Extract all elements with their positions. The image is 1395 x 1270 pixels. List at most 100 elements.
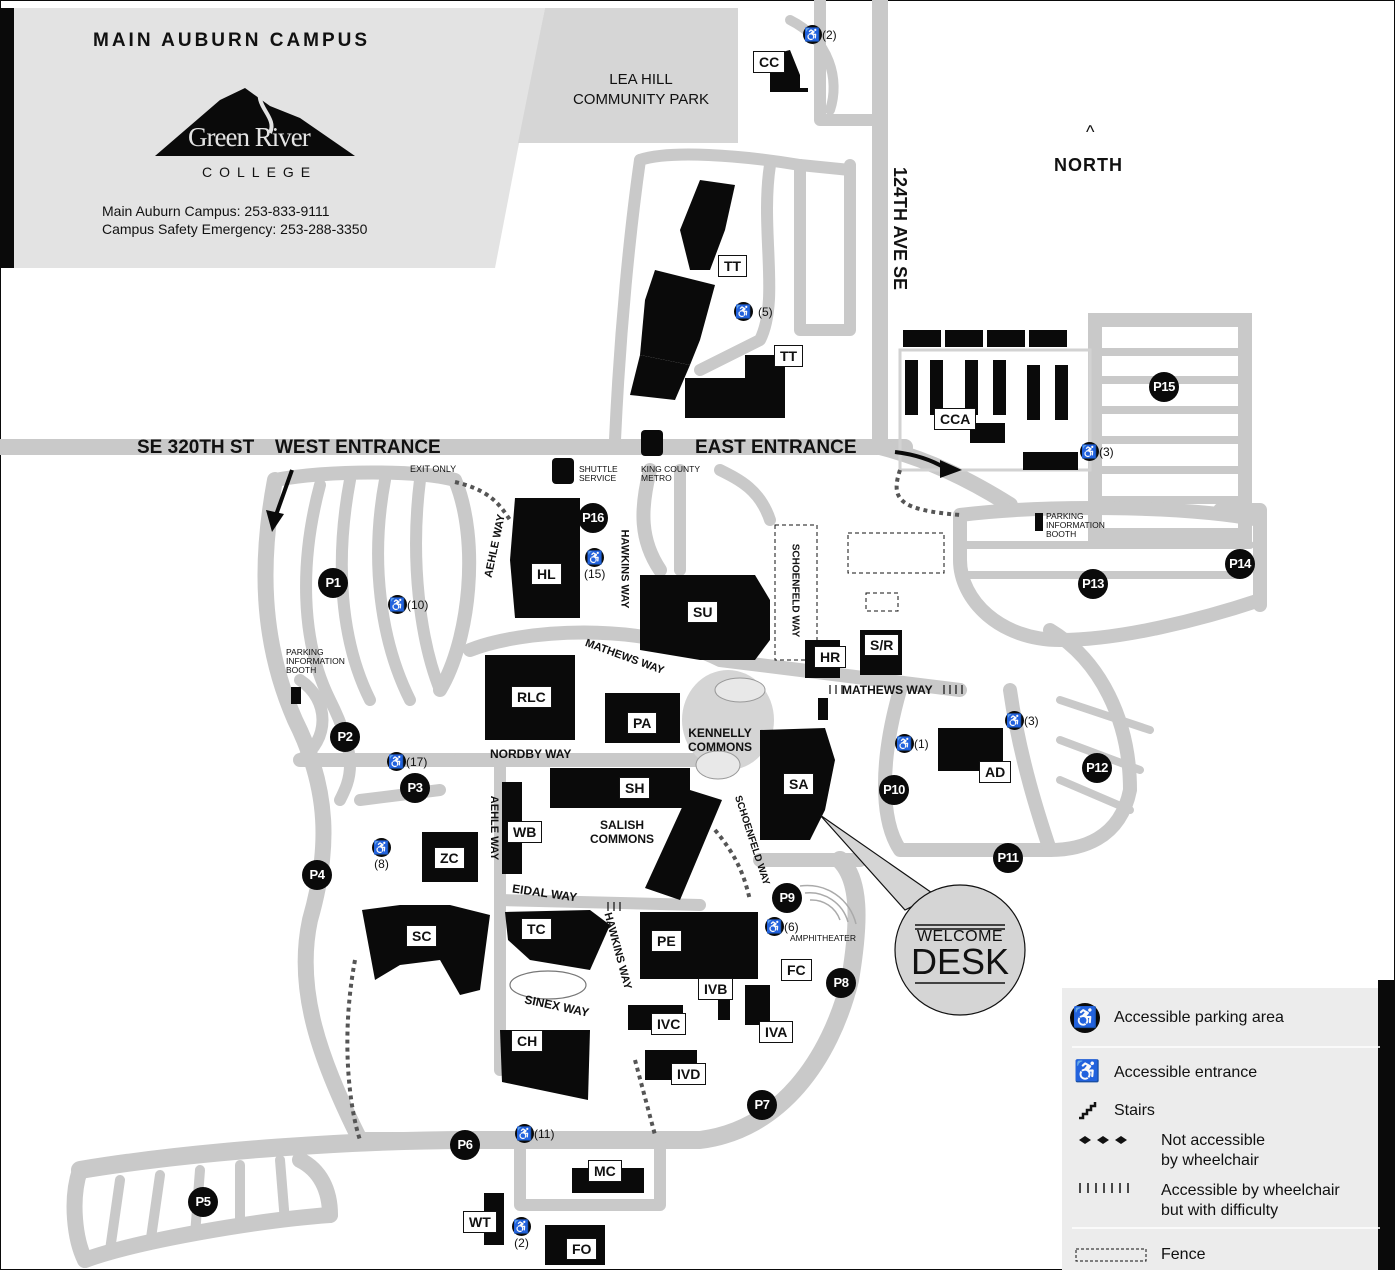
accessible-count: (8): [374, 857, 389, 871]
building-ad[interactable]: AD: [979, 761, 1012, 783]
accessible-parking-icon: ♿: [765, 917, 784, 936]
road-se320: SE 320TH ST: [137, 437, 255, 458]
parking-p4[interactable]: P4: [302, 860, 332, 890]
building-wt[interactable]: WT: [463, 1211, 497, 1233]
building-hl[interactable]: HL: [531, 563, 562, 585]
building-ivc[interactable]: IVC: [651, 1013, 687, 1035]
building-sr[interactable]: S/R: [864, 634, 900, 656]
header-phone-main: Main Auburn Campus: 253-833-9111: [102, 203, 330, 219]
salish-commons-label: SALISH COMMONS: [590, 818, 654, 846]
building-fo[interactable]: FO: [566, 1238, 598, 1260]
building-sa[interactable]: SA: [783, 773, 815, 795]
accessible-parking-p1: ♿(10): [388, 595, 428, 614]
accessible-parking-icon: ♿: [1005, 711, 1024, 730]
accessible-parking-p16: ♿(15): [584, 548, 605, 581]
parking-p2[interactable]: P2: [330, 722, 360, 752]
accessible-count: (3): [1099, 444, 1114, 459]
building-rlc[interactable]: RLC: [511, 686, 552, 708]
road-124th-ave: 124TH AVE SE: [890, 166, 911, 291]
parking-p1[interactable]: P1: [318, 568, 348, 598]
accessible-parking-icon: ♿: [372, 838, 391, 857]
accessible-parking-tt: ♿(5): [734, 302, 773, 321]
building-hr[interactable]: HR: [814, 646, 847, 668]
welcome-desk-callout: [819, 814, 1026, 1016]
kennelly-plaza: [682, 670, 774, 780]
parking-p9[interactable]: P9: [772, 883, 802, 913]
accessible-parking-icon: ♿: [585, 548, 605, 567]
building-mc[interactable]: MC: [588, 1160, 622, 1182]
accessible-parking-zc: ♿(8): [372, 838, 391, 871]
parking-p16[interactable]: P16: [578, 503, 608, 533]
accessible-count: (2): [514, 1236, 529, 1250]
northeast-lots: [898, 313, 1267, 857]
building-sh[interactable]: SH: [619, 777, 651, 799]
welcome-desk-line1: WELCOME: [916, 928, 1004, 945]
building-pe[interactable]: PE: [651, 930, 682, 952]
accessible-parking-ad: ♿(3): [1005, 711, 1039, 730]
building-wb[interactable]: WB: [507, 821, 543, 843]
building-ivd[interactable]: IVD: [671, 1063, 707, 1085]
parking-booth-label-2: PARKING INFORMATION BOOTH: [1046, 511, 1105, 539]
accessible-parking-icon: ♿: [512, 1217, 531, 1236]
accessible-count: (5): [758, 304, 773, 319]
building-zc[interactable]: ZC: [434, 847, 465, 869]
parking-p8[interactable]: P8: [826, 968, 856, 998]
parking-p3[interactable]: P3: [400, 773, 430, 803]
accessible-parking-cca: ♿(3): [1080, 442, 1114, 461]
legend-panel: [1062, 988, 1378, 1270]
building-sc[interactable]: SC: [406, 925, 438, 947]
header-title: MAIN AUBURN CAMPUS: [93, 30, 371, 51]
north-arrow-icon: ^: [1086, 122, 1095, 142]
parking-p15[interactable]: P15: [1149, 372, 1179, 402]
road-east-entrance: EAST ENTRANCE: [695, 437, 857, 458]
parking-p13[interactable]: P13: [1078, 569, 1108, 599]
shuttle-label: SHUTTLE SERVICE: [579, 464, 618, 483]
building-ivb[interactable]: IVB: [698, 978, 734, 1000]
parking-p6[interactable]: P6: [450, 1130, 480, 1160]
road-hawkins-way-1: HAWKINS WAY: [618, 529, 631, 609]
building-iva[interactable]: IVA: [759, 1021, 794, 1043]
college-logo-wordmark: Green River: [188, 122, 311, 152]
road-mathews-way-2: MATHEWS WAY: [842, 683, 933, 697]
parking-p12[interactable]: P12: [1082, 753, 1112, 783]
accessible-parking-icon: ♿: [515, 1124, 534, 1143]
accessible-count: (17): [406, 754, 428, 769]
legend-ticks: [1079, 1183, 1129, 1193]
building-su[interactable]: SU: [687, 601, 719, 623]
parking-p7[interactable]: P7: [747, 1090, 777, 1120]
left-edge-bar: [0, 8, 14, 268]
building-cc[interactable]: CC: [753, 51, 786, 73]
road-west-entrance: WEST ENTRANCE: [275, 437, 441, 458]
building-fc[interactable]: FC: [781, 959, 812, 981]
building-tt-north[interactable]: TT: [718, 255, 748, 277]
accessible-count: (1): [914, 736, 929, 751]
building-pa[interactable]: PA: [627, 712, 658, 734]
legend-not-accessible: Not accessible by wheelchair: [1161, 1132, 1266, 1169]
metro-label: KING COUNTY METRO: [641, 464, 701, 483]
building-cca[interactable]: CCA: [934, 408, 977, 430]
amphitheater-arcs: [799, 884, 857, 925]
inaccessible-paths: [345, 469, 961, 1141]
parking-p14[interactable]: P14: [1225, 549, 1255, 579]
accessible-parking-icon: ♿: [1080, 442, 1099, 461]
parking-booth-label-1: PARKING INFORMATION BOOTH: [286, 647, 345, 675]
legend-fence-shape: [1075, 1248, 1147, 1262]
accessible-count: (11): [534, 1126, 555, 1141]
parking-p10[interactable]: P10: [879, 775, 909, 805]
park-panel: [518, 8, 738, 143]
accessible-parking-cc: ♿(2): [803, 25, 837, 44]
legend-dividers: [1072, 1046, 1380, 1229]
building-ch[interactable]: CH: [511, 1030, 544, 1052]
parking-booth-icon-1: [291, 687, 301, 704]
kennelly-commons-label: KENNELLY COMMONS: [688, 726, 752, 754]
parking-p11[interactable]: P11: [993, 843, 1023, 873]
header-phone-safety: Campus Safety Emergency: 253-288-3350: [102, 221, 368, 237]
building-tt-south[interactable]: TT: [774, 345, 804, 367]
legend-right-bar: [1378, 980, 1395, 1270]
parking-p5[interactable]: P5: [188, 1187, 218, 1217]
building-tc[interactable]: TC: [521, 918, 552, 940]
legend-accessible-entrance-icon: ♿: [1074, 1060, 1101, 1083]
college-logo-mountain: [155, 85, 355, 156]
fences: [774, 524, 945, 661]
